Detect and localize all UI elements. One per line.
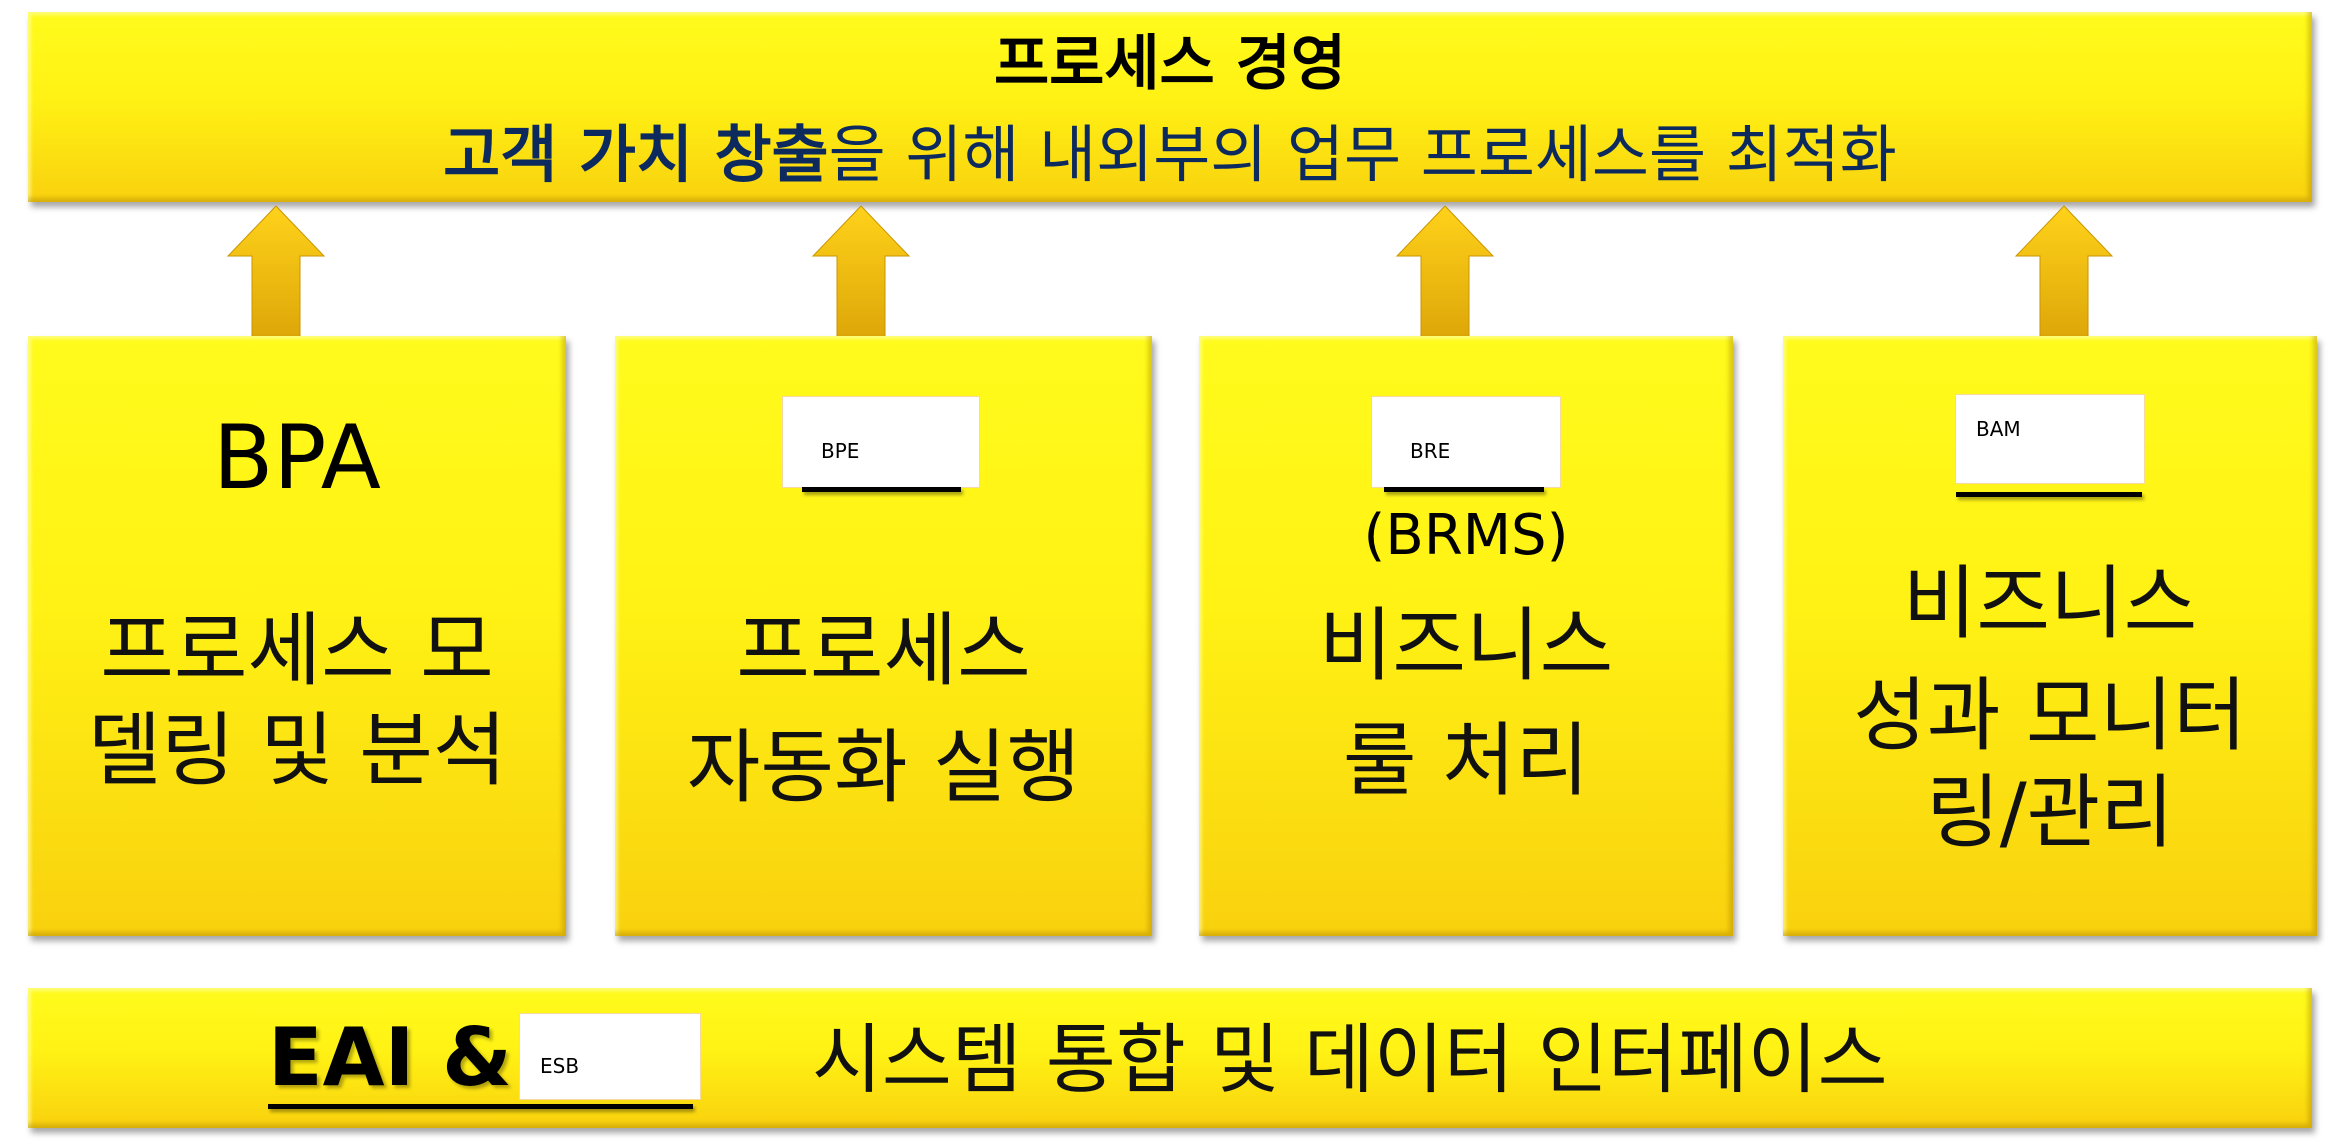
footer-text: 시스템 통합 및 데이터 인터페이스 (812, 1015, 1888, 1104)
code-label-box: BRE (1371, 396, 1561, 488)
underline (1956, 492, 2142, 497)
box-line: 룰 처리 (1342, 714, 1590, 807)
integration-bar: EAI & ESB 시스템 통합 및 데이터 인터페이스 (28, 988, 2312, 1128)
box-line: 프로세스 모 (100, 604, 494, 697)
arrows-layer (226, 205, 2114, 356)
underline (268, 1104, 693, 1109)
box-bre: BRE (BRMS) 비즈니스 룰 처리 (1199, 336, 1733, 936)
subtitle-rest: 을 위해 내외부의 업무 프로세스를 최적화 (828, 118, 1897, 191)
box-line: 링/관리 (1926, 766, 2174, 859)
box-code: BPE (821, 439, 860, 463)
box-code: BRE (1410, 439, 1451, 463)
box-line: 프로세스 (736, 604, 1031, 697)
footer-prefix: EAI & (268, 1011, 512, 1104)
box-line: 비즈니스 (1318, 599, 1614, 692)
box-bam: BAM 비즈니스 성과 모니터 링/관리 (1783, 336, 2317, 936)
code-label-box: ESB (519, 1013, 701, 1100)
box-line: 델링 및 분석 (87, 704, 507, 797)
box-code: BPA (212, 406, 381, 509)
underline (1384, 487, 1544, 492)
up-arrow-icon (226, 205, 326, 356)
box-line: 자동화 실행 (686, 721, 1081, 814)
subtitle-emphasis: 고객 가치 창출 (443, 118, 829, 191)
box-subcode: (BRMS) (1363, 503, 1569, 568)
up-arrow-icon (2014, 205, 2114, 356)
underline (802, 487, 961, 492)
up-arrow-icon (1395, 205, 1495, 356)
code-label-box: BPE (782, 396, 980, 488)
banner-title: 프로세스 경영 (993, 29, 1347, 99)
box-line: 성과 모니터 (1853, 669, 2247, 762)
code-label-box: BAM (1955, 394, 2145, 484)
up-arrow-icon (811, 205, 911, 356)
banner-subtitle: 고객 가치 창출을 위해 내외부의 업무 프로세스를 최적화 (28, 124, 2312, 186)
box-line: 비즈니스 (1902, 557, 2198, 650)
footer-code: ESB (540, 1054, 580, 1078)
process-management-banner: 프로세스 경영 고객 가치 창출을 위해 내외부의 업무 프로세스를 최적화 (28, 12, 2312, 202)
box-bpa: BPA 프로세스 모 델링 및 분석 (28, 336, 566, 936)
box-code: BAM (1976, 417, 2021, 441)
box-bpe: BPE 프로세스 자동화 실행 (615, 336, 1152, 936)
